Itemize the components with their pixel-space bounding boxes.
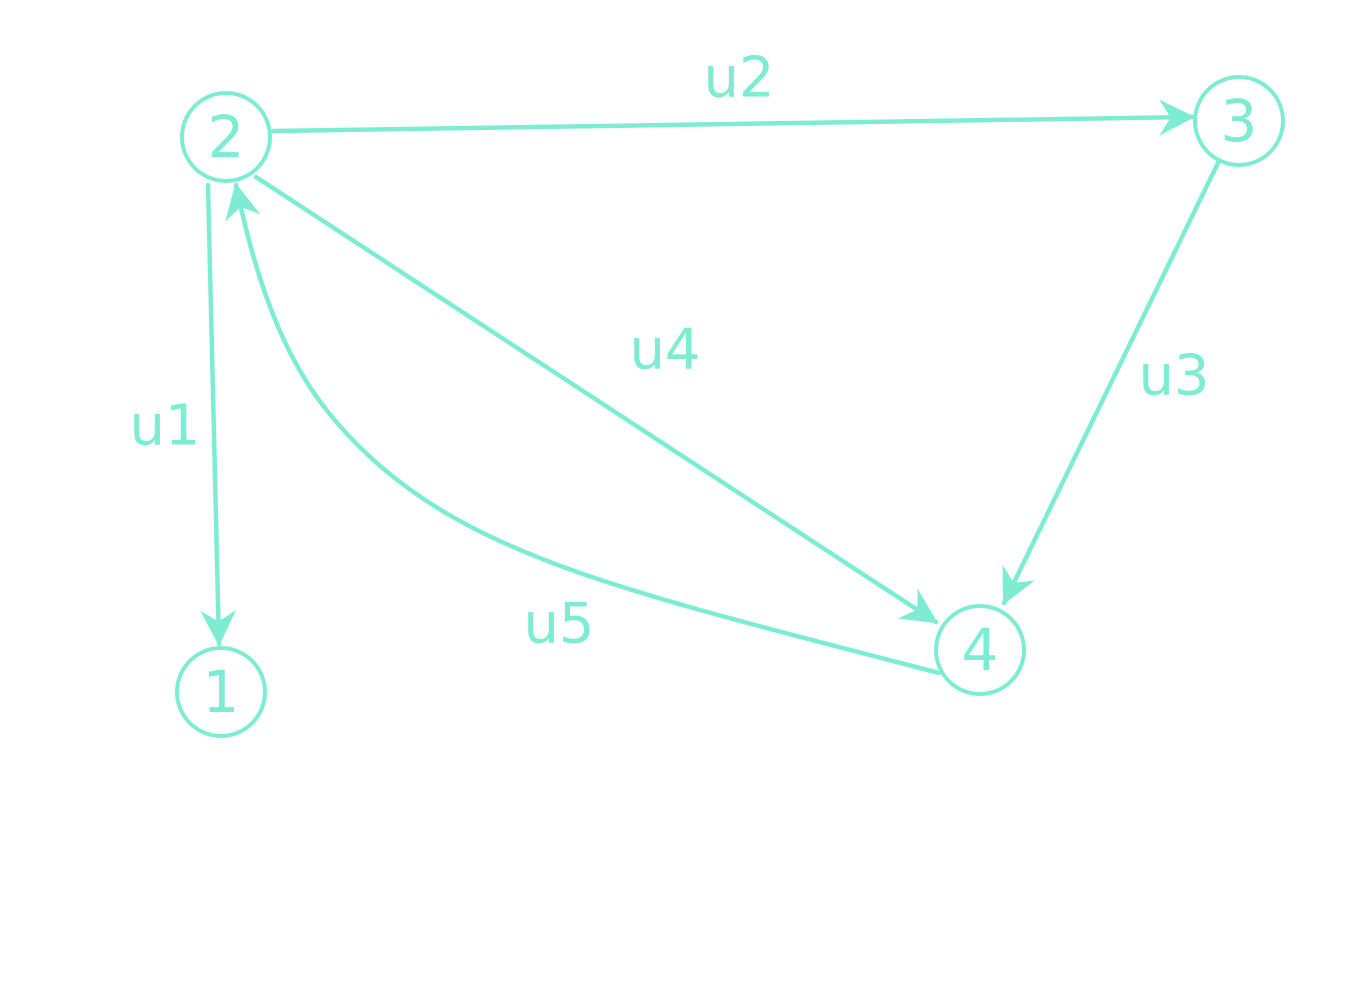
node-2: 2 [180,91,272,183]
node-4-circle [934,604,1026,696]
node-1-label: 1 [203,658,240,726]
node-3-label: 3 [1221,87,1258,155]
node-2-label: 2 [208,103,245,171]
edge-label-u2: u2 [703,46,774,111]
edge-label-u1: u1 [129,394,200,459]
edge-u5 [225,182,942,676]
edge-u3 [1001,160,1221,606]
node-3-circle [1193,75,1285,167]
nodes-layer: 1 2 3 4 [175,75,1285,738]
edge-labels-layer: u1 u2 u3 u4 u5 [129,46,1209,657]
node-3: 3 [1193,75,1285,167]
edge-u4 [253,174,939,625]
edge-u2 [270,99,1196,136]
node-4: 4 [934,604,1026,696]
node-4-label: 4 [962,616,999,684]
node-2-circle [180,91,272,183]
node-1-circle [175,646,267,738]
edge-label-u4: u4 [629,318,700,383]
edge-u1 [200,182,237,647]
edge-label-u5: u5 [523,592,594,657]
node-1: 1 [175,646,267,738]
edge-label-u3: u3 [1138,344,1209,409]
edges-layer [200,99,1221,676]
